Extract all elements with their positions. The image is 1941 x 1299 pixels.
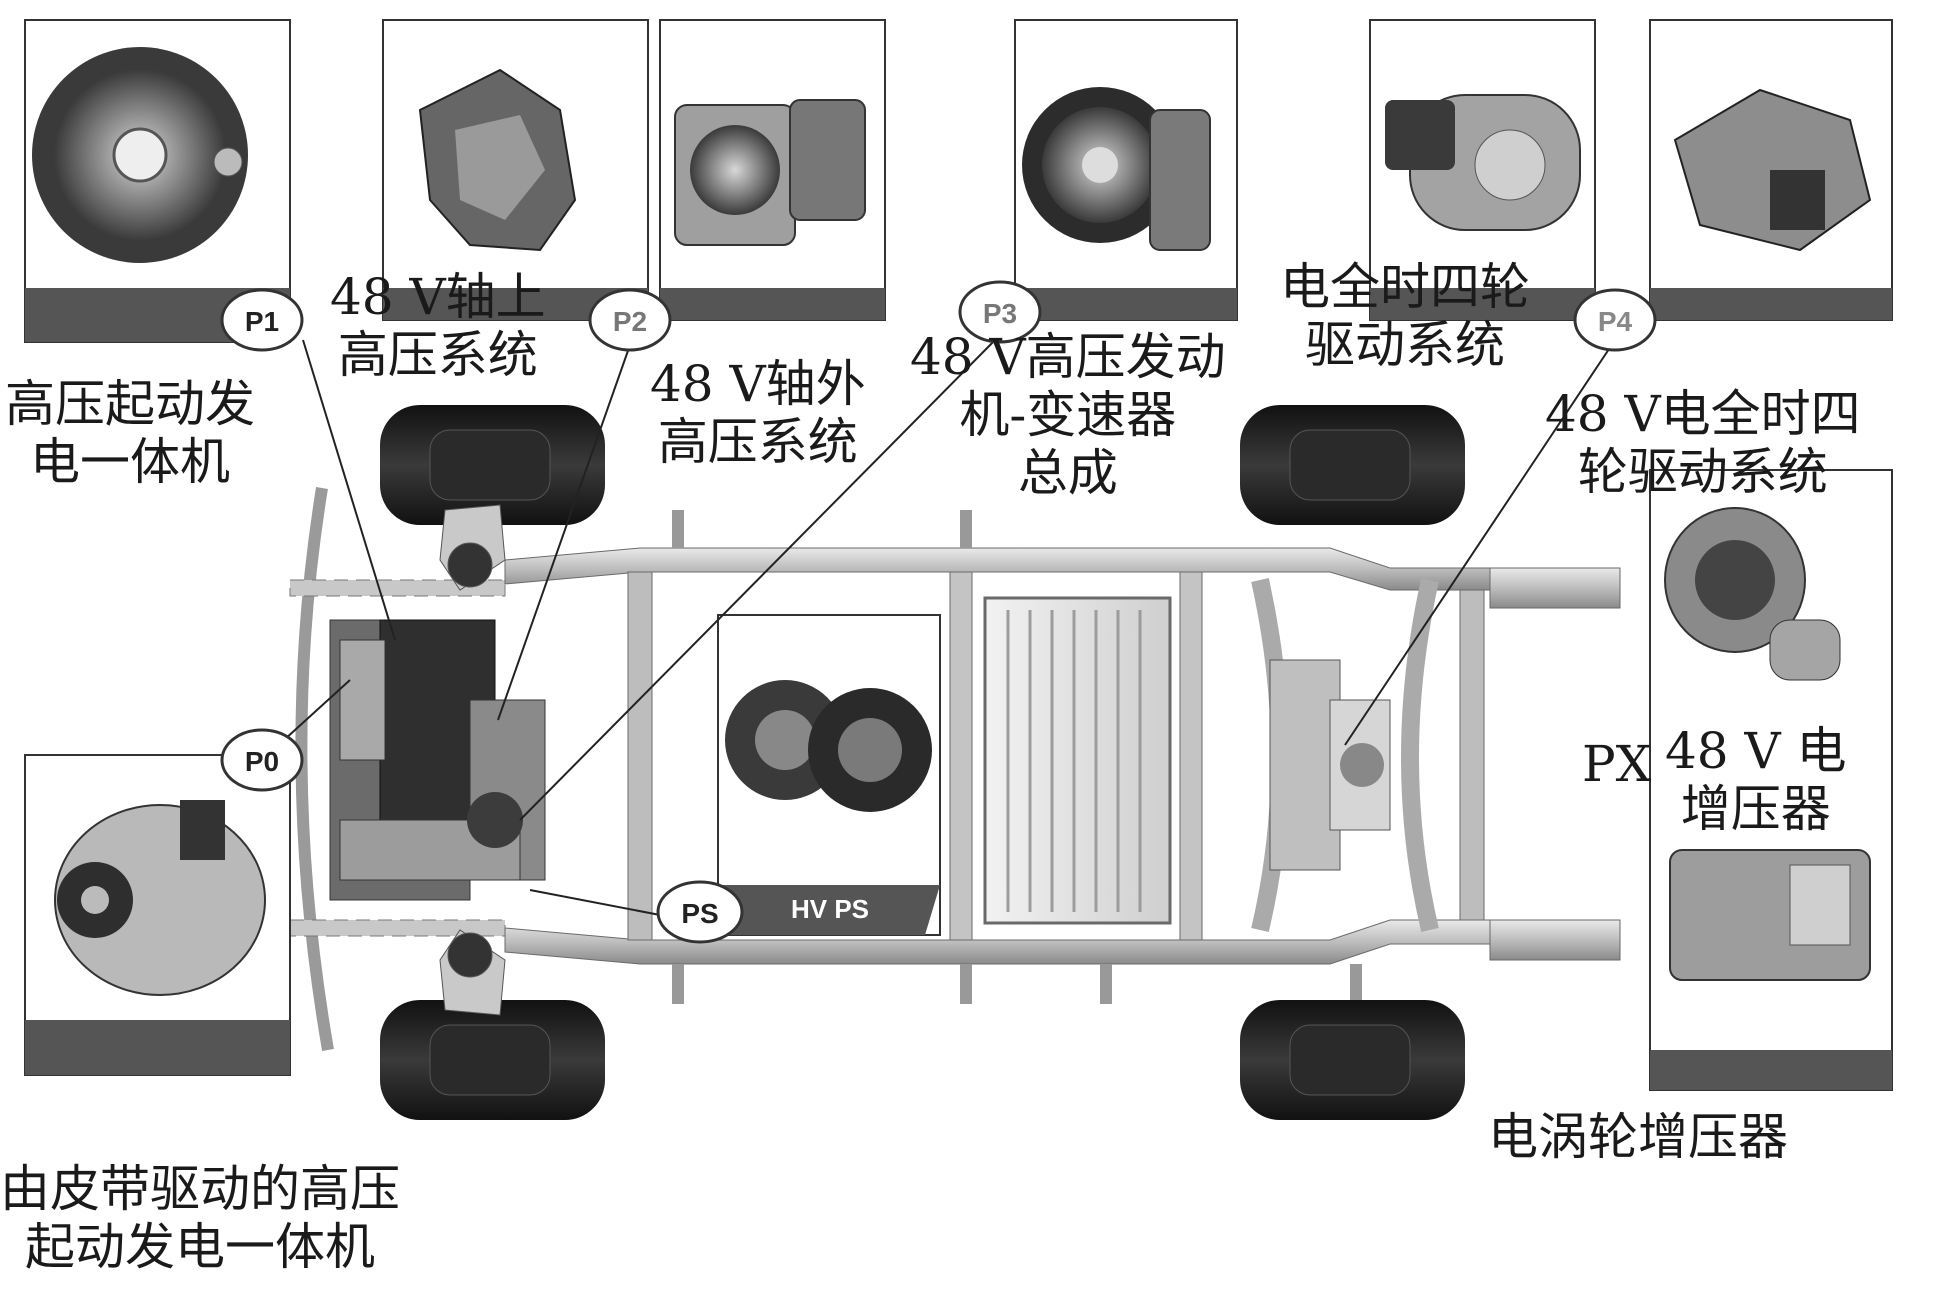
marker-p3: P3 bbox=[958, 280, 1042, 344]
marker-ps: PS bbox=[656, 880, 744, 944]
photo-box-px-e-booster bbox=[1649, 469, 1893, 1091]
label-px-e-booster: 48 V 电 增压器 bbox=[1665, 722, 1847, 838]
marker-p4: P4 bbox=[1573, 288, 1657, 352]
label-p2-off-axis: 48 V轴外 高压系统 bbox=[650, 355, 866, 471]
photo-box-p4-e-motor bbox=[1369, 19, 1596, 321]
photo-box-p0-belt-generator bbox=[24, 754, 291, 1076]
battery-pack bbox=[983, 596, 1172, 925]
front-left-wheel bbox=[380, 405, 605, 525]
rear-drive-unit bbox=[1269, 659, 1391, 871]
photo-box-p2-gearbox bbox=[659, 19, 886, 321]
engine-block bbox=[329, 619, 546, 901]
svg-text:PS: PS bbox=[681, 898, 718, 929]
marker-p2: P2 bbox=[588, 288, 672, 352]
label-p4-awd: 电全时四轮 驱动系统 bbox=[1280, 258, 1530, 374]
svg-text:P3: P3 bbox=[983, 298, 1017, 329]
front-right-wheel bbox=[380, 1000, 605, 1120]
vehicle-chassis bbox=[289, 487, 1621, 1052]
label-p3-engine-transmission: 48 V高压发动 机-变速器 总成 bbox=[910, 328, 1226, 502]
label-p2-on-axis: 48 V轴上 高压系统 bbox=[330, 268, 546, 384]
label-px-prefix: PX bbox=[1582, 735, 1652, 793]
svg-text:P0: P0 bbox=[245, 746, 279, 777]
svg-text:P1: P1 bbox=[245, 306, 279, 337]
label-p1-starter-generator: 高压起动发 电一体机 bbox=[5, 375, 255, 491]
label-p4-48v-awd: 48 V电全时四 轮驱动系统 bbox=[1545, 385, 1861, 501]
photo-box-p4-transfer-case bbox=[1649, 19, 1893, 321]
photo-box-p3-motor bbox=[1014, 19, 1238, 321]
svg-text:P2: P2 bbox=[613, 306, 647, 337]
marker-p0: P0 bbox=[220, 728, 304, 792]
marker-p1: P1 bbox=[220, 288, 304, 352]
svg-text:P4: P4 bbox=[1598, 306, 1633, 337]
front-suspension bbox=[439, 504, 506, 1016]
label-p0-belt-driven-generator: 由皮带驱动的高压 起动发电一体机 bbox=[0, 1160, 400, 1276]
rear-right-wheel bbox=[1240, 1000, 1465, 1120]
hv-ps-label: HV PS bbox=[791, 894, 869, 924]
photo-box-hv-ps: HV PS bbox=[717, 614, 941, 936]
label-e-turbocharger: 电涡轮增压器 bbox=[1488, 1108, 1788, 1166]
rear-left-wheel bbox=[1240, 405, 1465, 525]
photo-box-p1-starter-generator bbox=[24, 19, 291, 343]
